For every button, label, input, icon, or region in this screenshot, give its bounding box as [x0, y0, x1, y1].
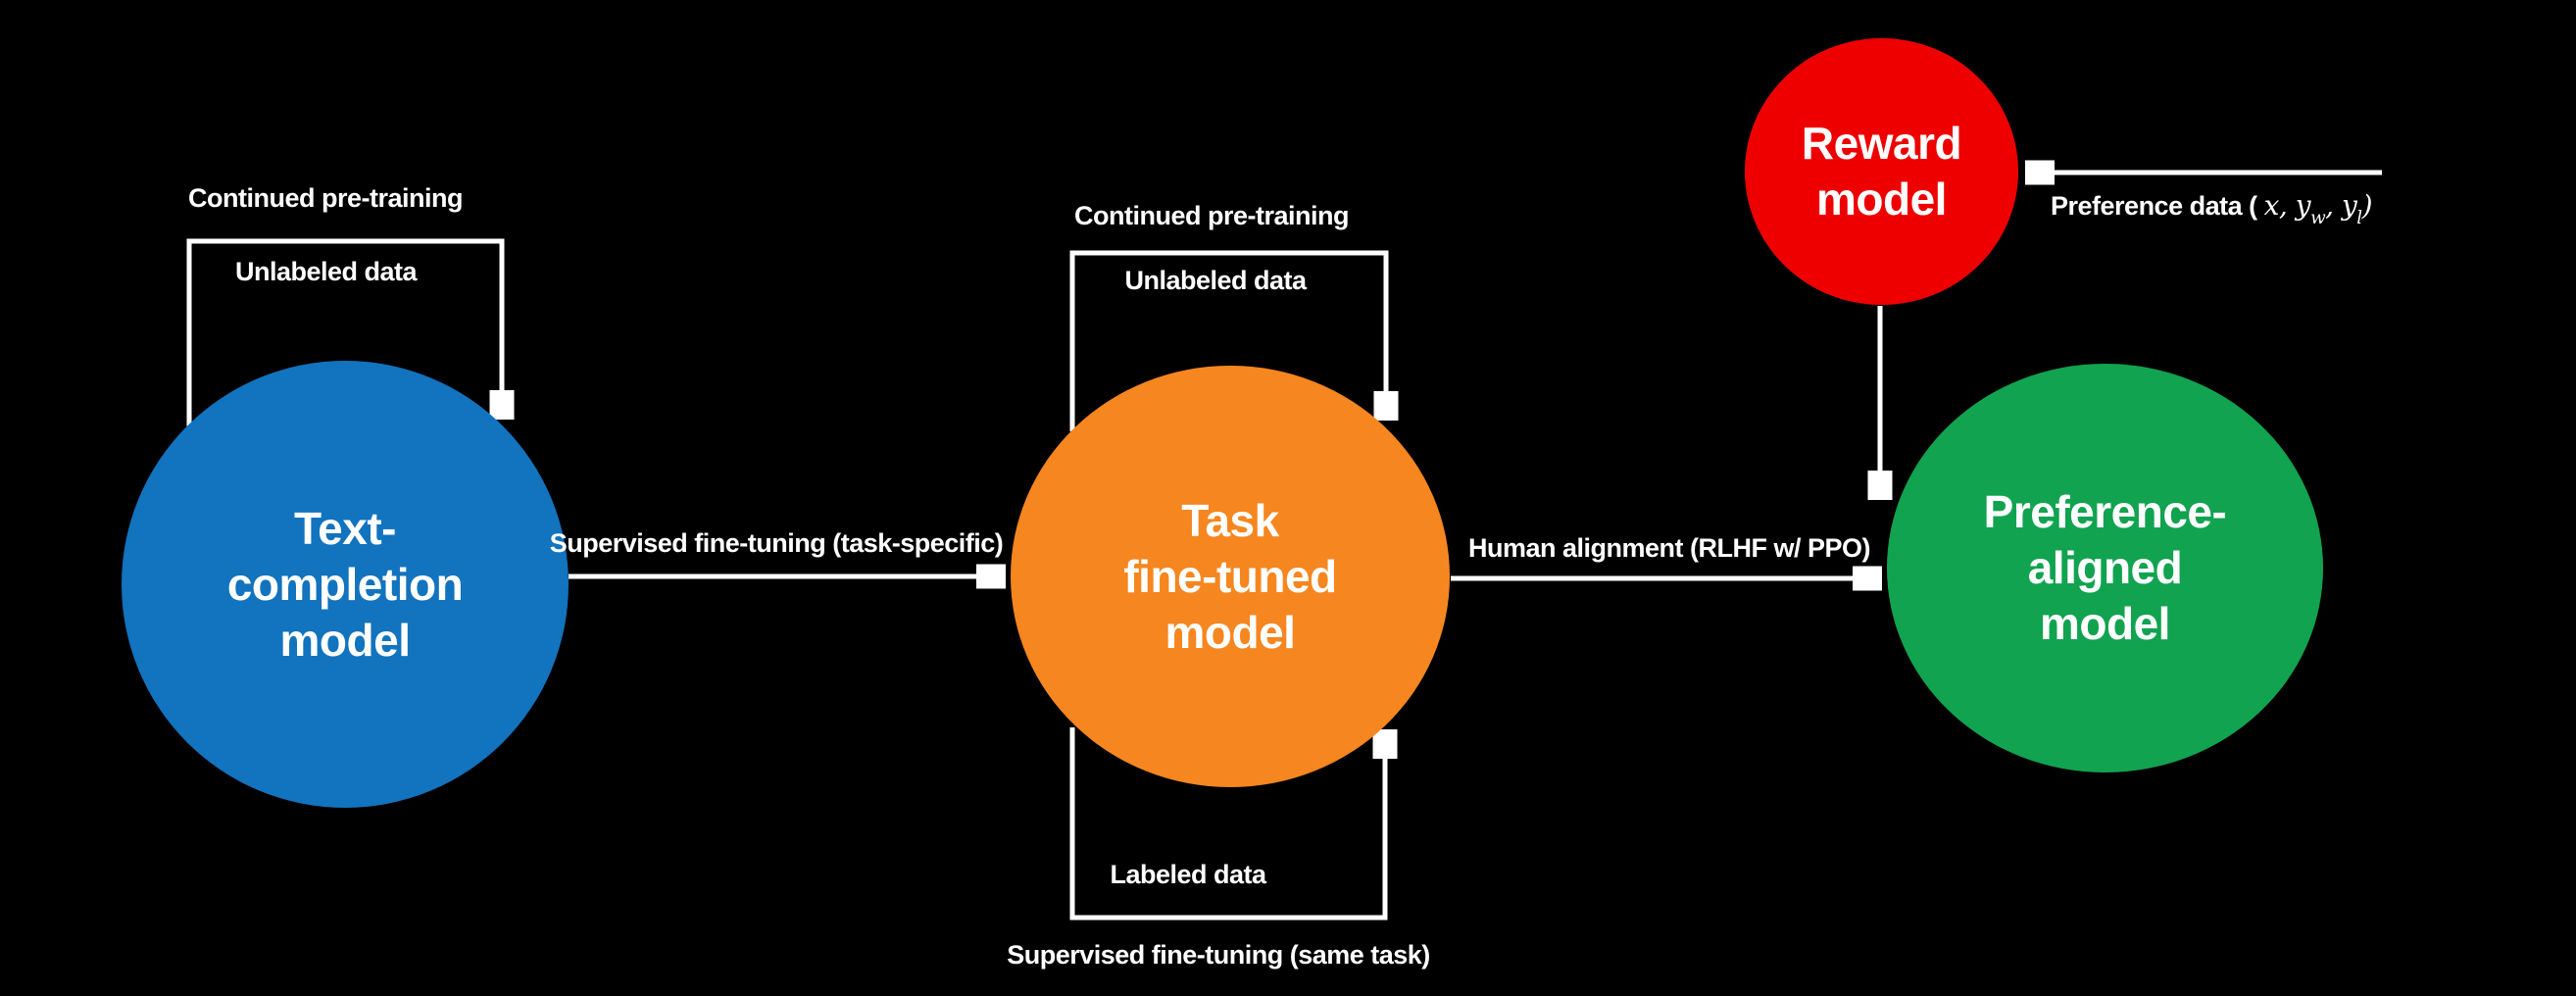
sft-same-task-label: Supervised fine-tuning (same task) [1007, 940, 1430, 970]
math-comma: , [2325, 189, 2334, 222]
node-label-line: Reward [1801, 118, 1962, 169]
node-label-line: model [1816, 174, 1947, 224]
node-label-line: model [2040, 598, 2170, 649]
node-reward-model: Reward model [1745, 38, 2018, 305]
math-yl: y [2341, 189, 2357, 222]
node-text-completion-label: Text- completion model [226, 501, 464, 669]
math-x: x [2263, 189, 2280, 222]
node-label-line: completion [226, 558, 464, 610]
node-label-line: Preference- [1983, 486, 2227, 537]
node-task-fine-tuned-model: Task fine-tuned model [1011, 366, 1450, 787]
node-text-completion-model: Text- completion model [122, 361, 569, 808]
labeled-data-label: Labeled data [1110, 860, 1266, 889]
sft-task-specific-label: Supervised fine-tuning (task-specific) [549, 528, 1004, 558]
preference-data-label: Preference data ( x, yw, yl) [2051, 189, 2373, 231]
node-preference-aligned-model: Preference- aligned model [1887, 364, 2323, 772]
node-preference-aligned-label: Preference- aligned model [1984, 484, 2227, 652]
node-label-line: model [279, 614, 411, 666]
orange-loop-data-label: Unlabeled data [1124, 266, 1307, 295]
node-label-line: model [1164, 606, 1296, 658]
node-reward-label: Reward model [1801, 116, 1962, 227]
preference-math: x, yw, yl) [2263, 189, 2373, 228]
math-yw: y [2295, 189, 2311, 222]
rlhf-label: Human alignment (RLHF w/ PPO) [1467, 533, 1871, 563]
blue-loop-title-label: Continued pre-training [188, 183, 463, 213]
orange-bottom-selfloop-arrow [1069, 727, 1385, 921]
node-label-line: Task [1181, 494, 1279, 546]
blue-loop-data-label: Unlabeled data [235, 257, 418, 286]
node-label-line: fine-tuned [1123, 550, 1337, 602]
preference-data-prefix: Preference data ( [2051, 191, 2257, 221]
orange-top-selfloop-arrow [1069, 250, 1386, 431]
node-label-line: aligned [2027, 542, 2183, 593]
math-close-paren: ) [2361, 189, 2373, 222]
math-comma: , [2278, 189, 2288, 222]
math-sub-w: w [2310, 207, 2326, 228]
orange-loop-title-label: Continued pre-training [1074, 201, 1349, 230]
blue-selfloop-arrow [186, 238, 502, 427]
node-label-line: Text- [294, 502, 397, 554]
node-task-fine-tuned-label: Task fine-tuned model [1123, 493, 1337, 661]
math-sub-l: l [2356, 207, 2362, 228]
